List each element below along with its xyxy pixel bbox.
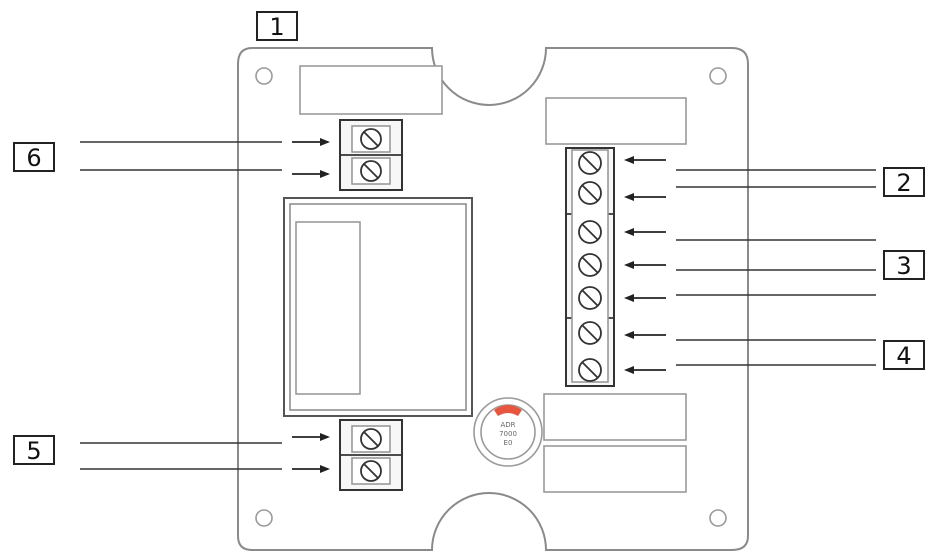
badge-line-1: ADR: [500, 421, 515, 429]
mounting-hole-top-left: [255, 67, 273, 85]
mounting-hole-bottom-left: [255, 509, 273, 527]
wires-6: [80, 138, 330, 178]
right-screw-slot-2: [581, 184, 599, 202]
right-screw-slot-7: [581, 361, 599, 379]
callout-2-text: 2: [896, 169, 911, 197]
right-screw-slot-5: [581, 289, 599, 307]
right-screw-slot-4: [581, 256, 599, 274]
right-arrowhead-3: [624, 228, 634, 236]
callout-4-text: 4: [896, 342, 911, 370]
callout-2: 2: [883, 167, 925, 197]
terminal-block-5: [339, 419, 403, 491]
terminal-block-6: [339, 119, 403, 191]
right-screw-slot-1: [581, 154, 599, 172]
right-screw-slot-3: [581, 223, 599, 241]
right-arrowhead-6: [624, 331, 634, 339]
mounting-hole-top-right: [709, 67, 727, 85]
wires-right: [624, 156, 876, 374]
rating-badge: ADR 7000 E0: [473, 397, 543, 467]
badge-accent: [494, 405, 522, 416]
callout-3: 3: [883, 250, 925, 280]
right-arrowhead-5: [624, 294, 634, 302]
right-terminal-screws: [578, 151, 602, 382]
right-arrowhead-2: [624, 193, 634, 201]
badge-line-2: 7000: [499, 430, 517, 438]
wires-5: [80, 433, 330, 473]
bottom-right-label-strip-1: [543, 393, 687, 441]
callout-4: 4: [883, 340, 925, 370]
right-arrowhead-4: [624, 261, 634, 269]
right-arrowhead-1: [624, 156, 634, 164]
badge-line-3: E0: [504, 439, 513, 447]
callout-6: 6: [13, 142, 55, 172]
callout-1: 1: [256, 11, 298, 41]
central-module-inner: [289, 203, 467, 411]
callout-1-text: 1: [269, 13, 284, 41]
right-screw-slot-6: [581, 324, 599, 342]
module-window: [295, 221, 361, 395]
bottom-right-label-strip-2: [543, 445, 687, 493]
callout-3-text: 3: [896, 252, 911, 280]
mounting-hole-bottom-right: [709, 509, 727, 527]
callout-6-text: 6: [26, 144, 41, 172]
top-left-label-strip: [299, 65, 443, 115]
callout-5-text: 5: [26, 437, 41, 465]
right-arrowhead-7: [624, 366, 634, 374]
callout-5: 5: [13, 435, 55, 465]
top-right-label-strip: [545, 97, 687, 145]
